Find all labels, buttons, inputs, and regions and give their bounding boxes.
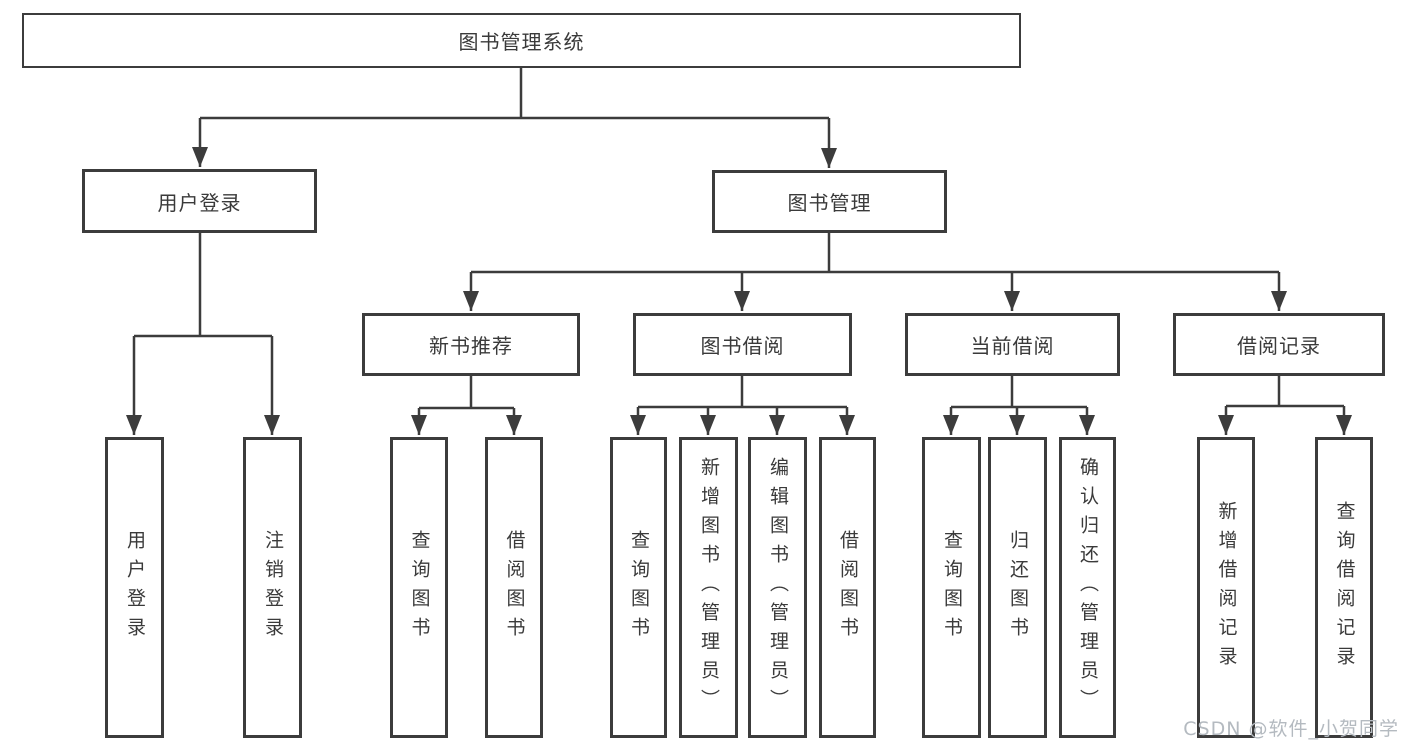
leaf-borrowing-edit-book-admin-label: 编辑图书（管理员） (767, 457, 789, 718)
leaf-logout-login-label: 注销登录 (262, 529, 284, 646)
leaf-borrowing-query-books-label: 查询图书 (628, 529, 650, 646)
leaf-records-query-record-label: 查询借阅记录 (1333, 500, 1356, 675)
node-book-borrowing: 图书借阅 (633, 313, 852, 376)
leaf-borrowing-borrow-books: 借阅图书 (819, 437, 876, 738)
leaf-records-add-record: 新增借阅记录 (1197, 437, 1255, 738)
leaf-borrowing-edit-book-admin: 编辑图书（管理员） (748, 437, 807, 738)
leaf-newbooks-borrow-books-label: 借阅图书 (503, 529, 526, 646)
leaf-current-confirm-return-admin: 确认归还（管理员） (1059, 437, 1116, 738)
leaf-current-return-books: 归还图书 (988, 437, 1047, 738)
leaf-records-query-record: 查询借阅记录 (1315, 437, 1373, 738)
leaf-newbooks-borrow-books: 借阅图书 (485, 437, 543, 738)
leaf-borrowing-add-book-admin: 新增图书（管理员） (679, 437, 738, 738)
leaf-user-login-label: 用户登录 (124, 529, 146, 646)
node-library-management-system: 图书管理系统 (22, 13, 1021, 68)
node-new-book-recommend: 新书推荐 (362, 313, 580, 376)
node-borrowing-records: 借阅记录 (1173, 313, 1385, 376)
leaf-current-query-books-label: 查询图书 (941, 529, 963, 646)
leaf-borrowing-borrow-books-label: 借阅图书 (837, 529, 859, 646)
leaf-borrowing-add-book-admin-label: 新增图书（管理员） (698, 457, 720, 718)
leaf-logout-login: 注销登录 (243, 437, 302, 738)
csdn-watermark: CSDN @软件_小贺同学 (1183, 718, 1399, 740)
leaf-newbooks-query-books: 查询图书 (390, 437, 448, 738)
leaf-records-add-record-label: 新增借阅记录 (1215, 500, 1238, 675)
node-user-login: 用户登录 (82, 169, 317, 233)
leaf-newbooks-query-books-label: 查询图书 (408, 529, 431, 646)
node-current-borrowing: 当前借阅 (905, 313, 1120, 376)
leaf-current-query-books: 查询图书 (922, 437, 981, 738)
node-book-management: 图书管理 (712, 170, 947, 233)
leaf-borrowing-query-books: 查询图书 (610, 437, 667, 738)
leaf-current-confirm-return-admin-label: 确认归还（管理员） (1077, 457, 1099, 718)
leaf-current-return-books-label: 归还图书 (1007, 529, 1029, 646)
leaf-user-login: 用户登录 (105, 437, 164, 738)
